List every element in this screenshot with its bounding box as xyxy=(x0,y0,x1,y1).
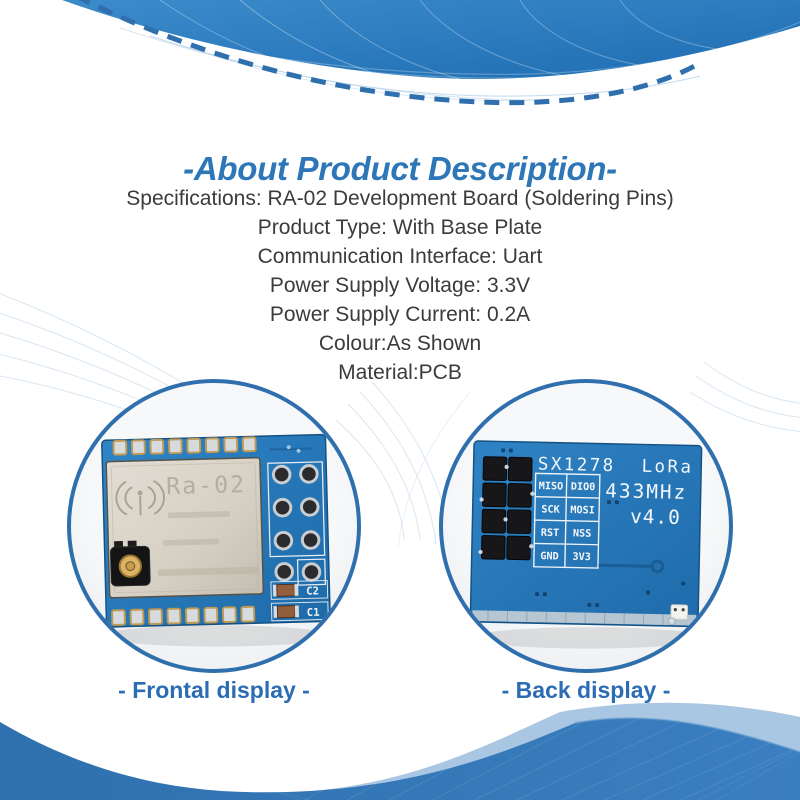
capacitor-c1: C1 xyxy=(270,601,329,622)
cap-label: C2 xyxy=(306,584,319,597)
dashed-curve-decoration xyxy=(78,0,704,106)
spec-line: Material:PCB xyxy=(338,361,462,384)
pin-label: GND xyxy=(540,551,559,562)
spec-line: Product Type: With Base Plate xyxy=(257,216,543,239)
spec-line: Colour:As Shown xyxy=(318,332,482,355)
back-display-label: - Back display - xyxy=(501,677,671,703)
module-label: Ra-02 xyxy=(166,470,247,500)
pinout-table: MISO DIO0 SCK MOSI RST NSS GND 3V3 xyxy=(533,472,601,569)
frequency-label: 433MHz xyxy=(605,479,687,504)
back-module-photo: MISO DIO0 SCK MOSI RST NSS GND 3V3 SX127… xyxy=(469,440,706,649)
pcb-traces xyxy=(501,448,686,608)
spec-line: Power Supply Current: 0.2A xyxy=(269,303,531,326)
version-label: v4.0 xyxy=(630,505,681,529)
capacitor-c2: C2 xyxy=(270,579,329,600)
cap-label: C1 xyxy=(307,606,320,619)
bottom-wave-decoration xyxy=(0,702,800,800)
back-photo-circle: MISO DIO0 SCK MOSI RST NSS GND 3V3 SX127… xyxy=(439,379,733,673)
pin-label: NSS xyxy=(573,528,592,539)
spec-list: Specifications: RA-02 Development Board … xyxy=(0,184,800,387)
castellated-pads-bottom xyxy=(111,605,256,626)
antenna-logo-icon xyxy=(115,479,166,516)
pin-header xyxy=(478,456,535,561)
chip-name-label: SX1278 LoRa xyxy=(538,455,694,478)
smd-component xyxy=(667,604,689,626)
ufl-connector-icon xyxy=(109,540,151,587)
spec-line: Power Supply Voltage: 3.3V xyxy=(269,274,531,297)
front-module-photo: Ra-02 xyxy=(101,433,332,647)
pin-label: DIO0 xyxy=(571,482,596,494)
front-photo-circle: Ra-02 xyxy=(67,379,361,673)
photo-shadow xyxy=(102,625,332,647)
pin-label: MISO xyxy=(539,481,564,493)
shield-faint-markings xyxy=(157,511,259,577)
frontal-display-label: - Frontal display - xyxy=(118,677,310,703)
pin-label: MOSI xyxy=(570,505,595,517)
top-wave-decoration xyxy=(62,0,800,106)
pin-label: SCK xyxy=(541,504,561,515)
castellated-pads-top xyxy=(112,436,257,456)
pin-label: 3V3 xyxy=(572,552,591,563)
back-pcb: MISO DIO0 SCK MOSI RST NSS GND 3V3 SX127… xyxy=(469,440,703,628)
photo-shadow xyxy=(472,627,706,649)
pin-label: RST xyxy=(541,528,560,539)
pcb-bottom-edge xyxy=(472,610,697,626)
front-pcb: Ra-02 xyxy=(101,433,331,628)
spec-line: Communication Interface: Uart xyxy=(257,245,543,268)
through-hole-area xyxy=(267,461,327,586)
spec-line: Specifications: RA-02 Development Board … xyxy=(126,187,674,210)
mid-mesh-right xyxy=(689,361,800,432)
page-title: -About Product Description- xyxy=(183,150,617,188)
